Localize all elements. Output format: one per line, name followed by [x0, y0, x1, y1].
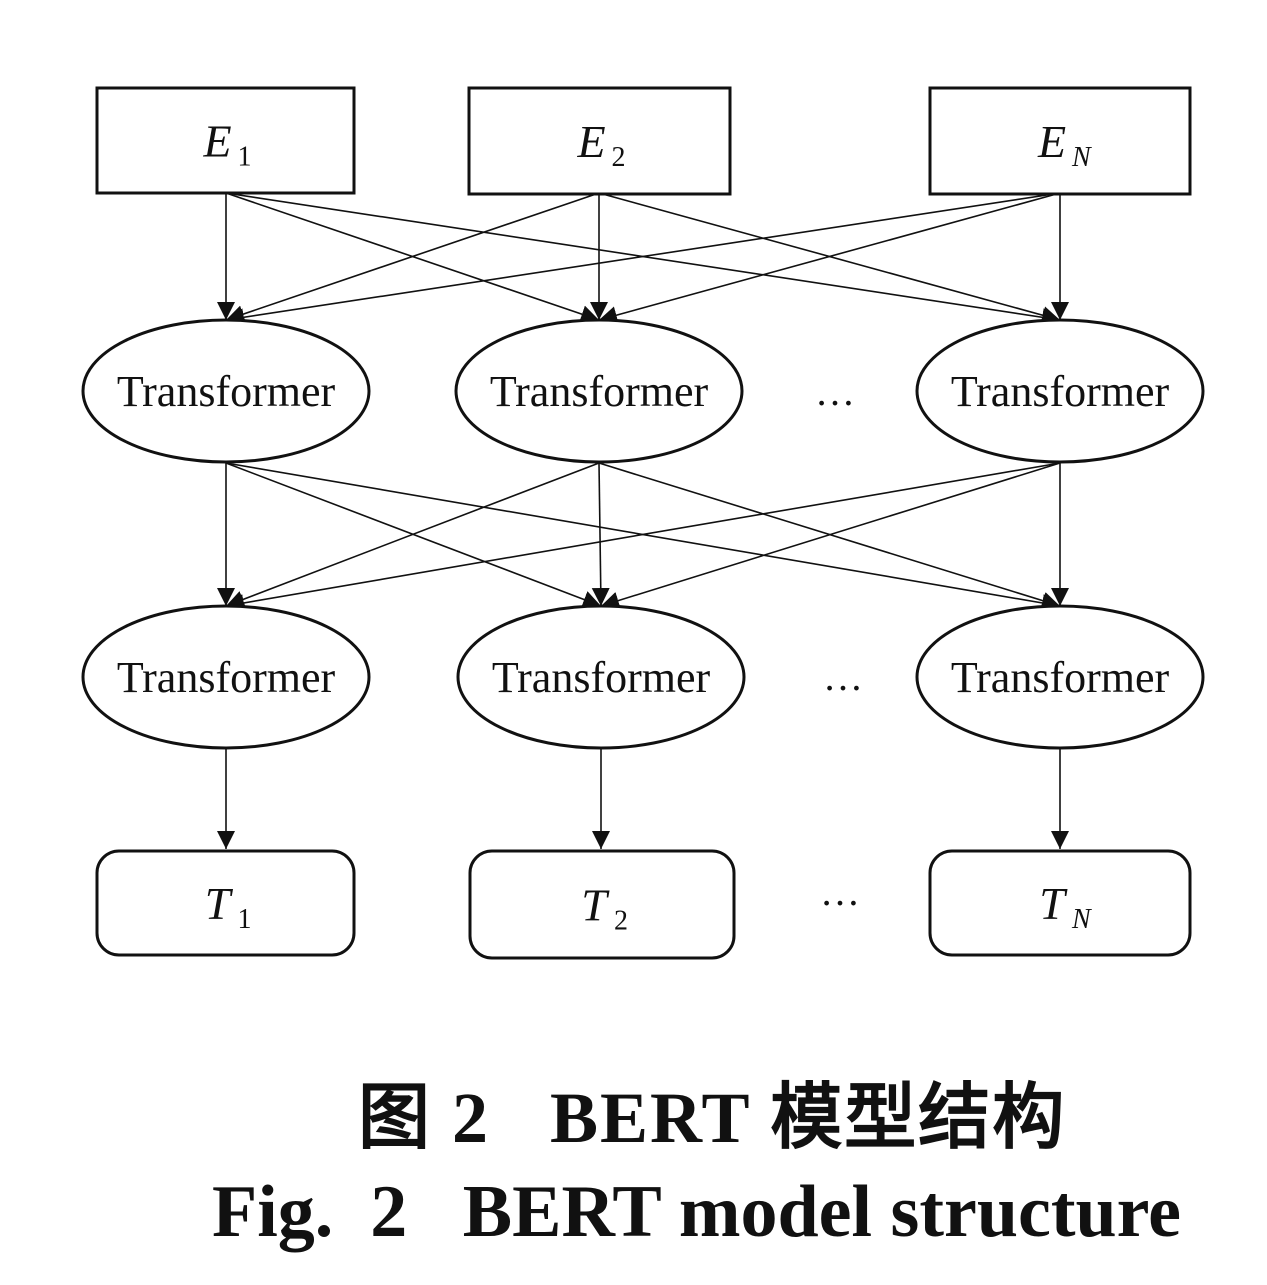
input-box-1-subscript: 1	[238, 142, 252, 173]
output-box-1-letter: T	[205, 878, 234, 929]
caption-english: Fig. 2 BERT model structure	[212, 1171, 1181, 1253]
output-box-2-letter: T	[581, 880, 610, 931]
transformer-label: Transformer	[117, 653, 336, 702]
ellipsis-output: …	[820, 869, 860, 914]
edge-l1-2-to-1	[225, 462, 600, 608]
ellipsis-layer-2: …	[823, 654, 863, 699]
edge-l0-2-to-1	[225, 192, 600, 323]
transformer-l1-1: Transformer	[81, 318, 371, 464]
transformer-l2-3: Transformer	[915, 604, 1205, 750]
edges	[217, 192, 1069, 849]
transformer-l1-2: Transformer	[454, 318, 744, 464]
input-box-1-letter: E	[202, 116, 231, 167]
input-box-3-letter: E	[1037, 116, 1066, 167]
transformer-label: Transformer	[951, 367, 1170, 416]
caption-chinese: 图 2 BERT 模型结构	[358, 1078, 1067, 1158]
transformer-label: Transformer	[951, 653, 1170, 702]
input-box-2-subscript: 2	[612, 142, 626, 173]
edge-l0-3-to-2	[598, 192, 1061, 324]
input-box-3-subscript: N	[1071, 142, 1092, 173]
input-box-2-letter: E	[576, 116, 605, 167]
output-box-3-letter: T	[1039, 878, 1068, 929]
edge-l1-2-to-2	[591, 462, 610, 607]
output-box-2-subscript: 2	[614, 906, 628, 937]
edge-l1-3-to-1	[225, 462, 1061, 612]
transformer-l2-2: Transformer	[456, 604, 746, 750]
transformer-l2-1: Transformer	[81, 604, 371, 750]
ellipsis-layer-1: …	[815, 369, 855, 414]
transformer-label: Transformer	[117, 367, 336, 416]
output-box-3-subscript: N	[1071, 904, 1092, 935]
transformer-label: Transformer	[492, 653, 711, 702]
transformer-label: Transformer	[490, 367, 709, 416]
transformer-l1-3: Transformer	[915, 318, 1205, 464]
edge-l1-3-to-2	[600, 462, 1061, 610]
output-box-1-subscript: 1	[238, 904, 252, 935]
edge-l0-3-to-1	[225, 192, 1061, 327]
